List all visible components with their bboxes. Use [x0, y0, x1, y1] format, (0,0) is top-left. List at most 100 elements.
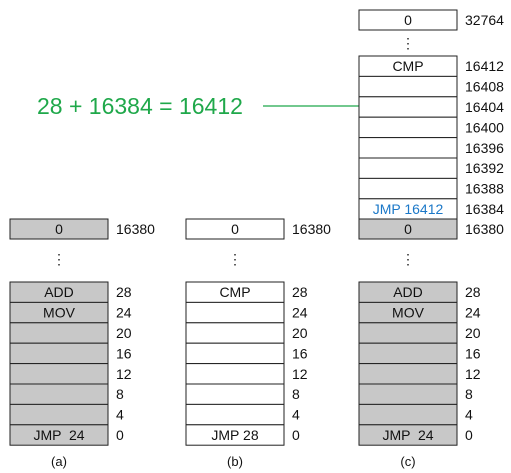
panel-a-cell-address: 20 — [116, 325, 132, 341]
panel-b-cell-address: 8 — [292, 386, 300, 402]
panel-b-cell-address: 16 — [292, 345, 308, 361]
panel-c-lower-cell: JMP 24 0 — [358, 424, 473, 446]
panel-a-top-cell: 0 16380 — [9, 218, 155, 240]
panel-c-lower-cell: 4 — [358, 403, 473, 426]
panel-a-cell-address: 0 — [116, 427, 124, 443]
panel-c-caption: (c) — [400, 454, 415, 469]
panel-b-cell-text: JMP 28 — [211, 427, 258, 443]
panel-b-cell-address: 12 — [292, 366, 308, 382]
panel-c-upper-cell: 16388 — [358, 177, 504, 200]
panel-c-lower-cell-box — [358, 363, 458, 385]
panel-b-ellipsis: ⋮ — [228, 251, 242, 267]
panel-b-cell-box — [185, 342, 285, 365]
panel-c-upper-cell-box — [358, 157, 458, 179]
panel-a-cell-text: MOV — [43, 305, 76, 321]
panel-b-cell: 16 — [185, 342, 308, 365]
panel-b-cell-text: CMP — [219, 284, 250, 300]
panel-a-cell-address: 8 — [116, 386, 124, 402]
panel-c-upper-cell-box — [358, 137, 458, 159]
panel-a-top-cell-address: 16380 — [116, 221, 155, 237]
panel-c-boundary-cell: 0 16380 — [358, 218, 504, 240]
panel-a-cell-box — [9, 342, 109, 365]
panel-b-cell: 8 — [185, 383, 300, 405]
panel-c-lower-cell: 16 — [358, 342, 481, 365]
panel-a-cell-box — [9, 383, 109, 405]
panel-c-upper-cell-box — [358, 116, 458, 139]
panel-b-top-cell: 0 16380 — [185, 218, 331, 240]
panel-c-boundary-cell-address: 16380 — [465, 221, 504, 237]
panel-a-cell-text: JMP 24 — [33, 427, 84, 443]
panel-a-cell-address: 4 — [116, 407, 124, 423]
panel-c-upper-cell-box — [358, 75, 458, 98]
panel-a-cell: 20 — [9, 322, 132, 344]
panel-a-cell-text: ADD — [44, 284, 74, 300]
panel-c-lower-cell-address: 16 — [465, 345, 481, 361]
panel-c-lower-cell-box — [358, 424, 458, 446]
panel-b-cell: 12 — [185, 363, 308, 385]
panel-a-cell-box — [9, 424, 109, 446]
panel-b-cell-box — [185, 363, 285, 385]
panel-b-cell-box — [185, 301, 285, 324]
panel-a-cell-address: 24 — [116, 305, 132, 321]
panel-a-cell-address: 16 — [116, 345, 132, 361]
panel-a-cell: JMP 24 0 — [9, 424, 124, 446]
panel-b-cell-box — [185, 383, 285, 405]
panel-a-cell-box — [9, 363, 109, 385]
panel-b-cell: 4 — [185, 403, 300, 426]
panel-c-lower-cell-box — [358, 342, 458, 365]
panel-b-cell-address: 4 — [292, 407, 300, 423]
panel-c-top-cell: 0 32764 — [358, 9, 504, 31]
panel-c-upper-ellipsis: ⋮ — [401, 35, 415, 51]
panel-c-upper-cell-box — [358, 96, 458, 118]
panel-c-upper-cell: 16408 — [358, 75, 504, 98]
panel-c-upper-cell-address: 16408 — [465, 79, 504, 95]
panel-c-upper-cell-address: 16396 — [465, 140, 504, 156]
panel-a-cell-address: 28 — [116, 284, 132, 300]
panel-b-cell-address: 28 — [292, 284, 308, 300]
panel-c-lower-cell-address: 8 — [465, 386, 473, 402]
panel-b-cell-box — [185, 322, 285, 344]
panel-c-upper-cell-address: 16400 — [465, 119, 504, 135]
panel-b-cell-address: 24 — [292, 305, 308, 321]
panel-c-upper-cell: 16392 — [358, 157, 504, 179]
panel-c-lower-cell-box — [358, 403, 458, 426]
panel-a-cell: 4 — [9, 403, 124, 426]
panel-b-top-cell-text: 0 — [231, 221, 239, 237]
panel-c-lower-cell-address: 0 — [465, 427, 473, 443]
panel-c-upper-cell-box — [358, 177, 458, 200]
panel-c-upper-cell: 16400 — [358, 116, 504, 139]
panel-c-upper-cell-address: 16404 — [465, 99, 504, 115]
panel-c-lower-cell: 12 — [358, 363, 481, 385]
panel-c-upper-cell-address: 16384 — [465, 201, 504, 217]
panel-c-lower-cell-address: 20 — [465, 325, 481, 341]
panel-c-lower-cell-text: JMP 24 — [382, 427, 433, 443]
panel-b-cell: CMP 28 — [185, 281, 308, 303]
panel-a-cell: ADD 28 — [9, 281, 132, 303]
panel-c-lower-cell-box — [358, 322, 458, 344]
panel-c-lower-cell-address: 24 — [465, 305, 481, 321]
panel-a-cell: 12 — [9, 363, 132, 385]
panel-c-upper-cell-text: JMP 16412 — [373, 201, 444, 217]
panel-c-lower-ellipsis: ⋮ — [401, 251, 415, 267]
panel-a-caption: (a) — [51, 454, 67, 469]
panel-a-cell-address: 12 — [116, 366, 132, 382]
panel-b-cell-address: 0 — [292, 427, 300, 443]
panel-c-boundary-cell-text: 0 — [404, 221, 412, 237]
panel-b-cell: 24 — [185, 301, 308, 324]
panel-b-cell: 20 — [185, 322, 308, 344]
panel-c-upper-cell-address: 16412 — [465, 58, 504, 74]
panel-c-lower-cell-box — [358, 383, 458, 405]
panel-a-cell: 8 — [9, 383, 124, 405]
panel-a-cell-box — [9, 322, 109, 344]
panel-a-cell: MOV 24 — [9, 301, 132, 324]
panel-c-lower-cell-address: 4 — [465, 407, 473, 423]
panel-c-lower-cell-text: ADD — [393, 284, 423, 300]
